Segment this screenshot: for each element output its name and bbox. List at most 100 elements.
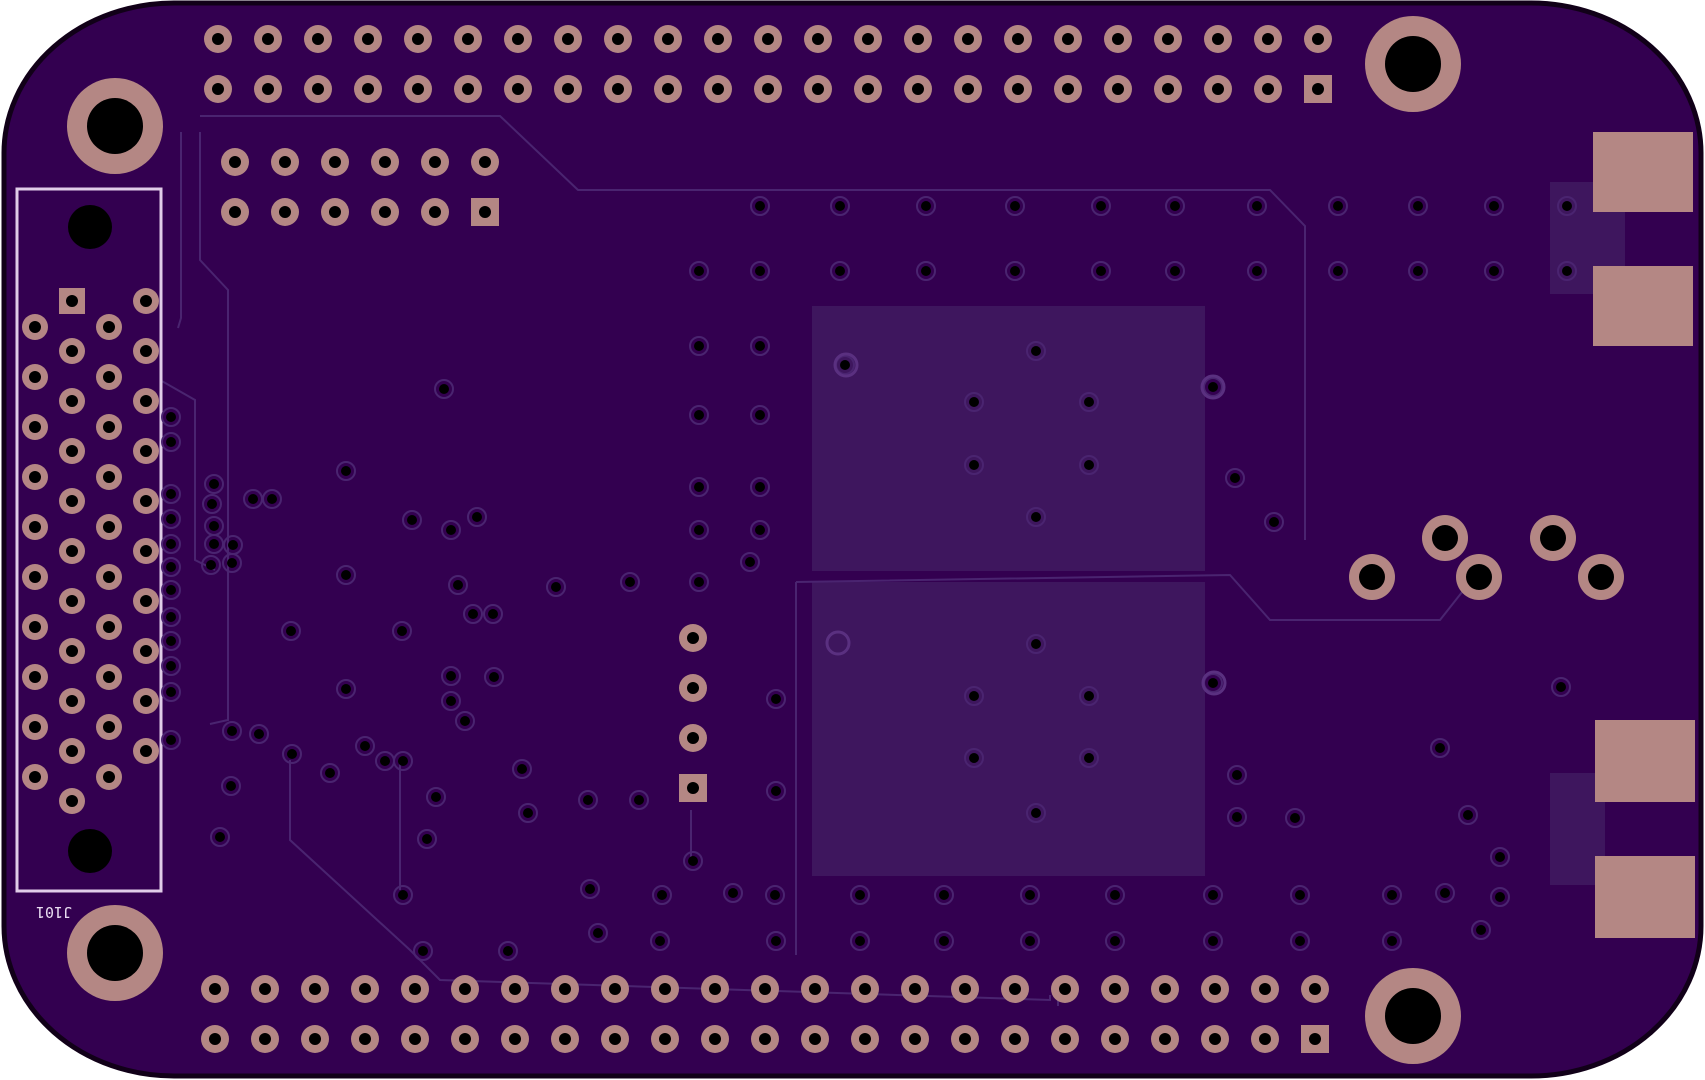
via-ring	[161, 432, 181, 452]
drill-hole	[862, 83, 874, 95]
via-hole	[248, 494, 258, 504]
drill-hole	[429, 206, 441, 218]
via-hole	[209, 479, 219, 489]
via-hole	[1230, 473, 1240, 483]
via-hole	[1232, 812, 1242, 822]
via-ring	[448, 575, 468, 595]
via-ring	[766, 689, 786, 709]
via-hole	[468, 609, 478, 619]
via-ring	[161, 730, 181, 750]
via-ring	[441, 520, 461, 540]
via-hole	[1110, 936, 1120, 946]
via-hole	[1252, 266, 1262, 276]
drill-hole	[1012, 33, 1024, 45]
via-ring	[1408, 261, 1428, 281]
via-hole	[1290, 813, 1300, 823]
smd-pad	[1593, 266, 1693, 346]
via-hole	[855, 936, 865, 946]
drill-hole	[140, 445, 152, 457]
via-ring	[282, 744, 302, 764]
via-ring	[620, 572, 640, 592]
via-ring	[355, 736, 375, 756]
drill-hole	[329, 206, 341, 218]
drill-hole	[512, 83, 524, 95]
drill-hole	[687, 782, 699, 794]
via-ring	[498, 941, 518, 961]
drill-hole	[962, 83, 974, 95]
connector-mount-hole	[68, 829, 112, 873]
mounting-hole	[1385, 36, 1441, 92]
via-ring	[750, 261, 770, 281]
drill-hole	[509, 983, 521, 995]
drill-hole	[479, 156, 491, 168]
drill-hole	[312, 83, 324, 95]
via-hole	[398, 890, 408, 900]
drill-hole	[662, 33, 674, 45]
via-hole	[1562, 201, 1572, 211]
drill-hole	[359, 1033, 371, 1045]
via-hole	[969, 397, 979, 407]
drill-hole	[1212, 33, 1224, 45]
via-ring	[916, 196, 936, 216]
via-hole	[1476, 925, 1486, 935]
via-hole	[1025, 936, 1035, 946]
drill-hole	[66, 795, 78, 807]
via-hole	[771, 786, 781, 796]
drill-hole	[212, 33, 224, 45]
connector-reference-label: J101	[36, 903, 72, 921]
via-hole	[921, 266, 931, 276]
via-ring	[393, 751, 413, 771]
via-hole	[206, 560, 216, 570]
drill-hole	[712, 33, 724, 45]
drill-hole	[29, 421, 41, 433]
drill-hole	[609, 983, 621, 995]
via-ring	[1203, 885, 1223, 905]
drill-hole	[140, 395, 152, 407]
smd-pad	[1595, 720, 1695, 802]
via-ring	[578, 790, 598, 810]
via-ring	[1430, 738, 1450, 758]
via-hole	[431, 792, 441, 802]
drill-hole	[279, 156, 291, 168]
via-ring	[161, 656, 181, 676]
via-ring	[161, 682, 181, 702]
via-ring	[1382, 931, 1402, 951]
via-hole	[593, 928, 603, 938]
drill-hole	[912, 83, 924, 95]
via-ring	[161, 484, 181, 504]
drill-hole	[1109, 1033, 1121, 1045]
via-hole	[694, 577, 704, 587]
via-hole	[1025, 890, 1035, 900]
via-ring	[1005, 261, 1025, 281]
drill-hole	[1359, 564, 1385, 590]
drill-hole	[859, 1033, 871, 1045]
via-ring	[1079, 686, 1099, 706]
via-ring	[964, 686, 984, 706]
via-hole	[398, 756, 408, 766]
drill-hole	[140, 695, 152, 707]
via-ring	[1091, 196, 1111, 216]
drill-hole	[909, 983, 921, 995]
via-hole	[1084, 753, 1094, 763]
via-ring	[964, 392, 984, 412]
drill-hole	[29, 471, 41, 483]
via-ring	[518, 803, 538, 823]
drill-hole	[1059, 983, 1071, 995]
drill-hole	[66, 495, 78, 507]
drill-hole	[66, 595, 78, 607]
via-ring	[161, 607, 181, 627]
smd-pad	[1595, 856, 1695, 938]
via-ring	[222, 553, 242, 573]
via-ring	[546, 577, 566, 597]
via-ring	[765, 885, 785, 905]
drill-hole	[687, 732, 699, 744]
drill-hole	[409, 1033, 421, 1045]
via-hole	[1489, 266, 1499, 276]
via-ring	[750, 196, 770, 216]
via-hole	[267, 494, 277, 504]
via-ring	[1026, 507, 1046, 527]
drill-hole	[103, 321, 115, 333]
via-hole	[287, 749, 297, 759]
via-hole	[634, 795, 644, 805]
via-ring	[1435, 883, 1455, 903]
